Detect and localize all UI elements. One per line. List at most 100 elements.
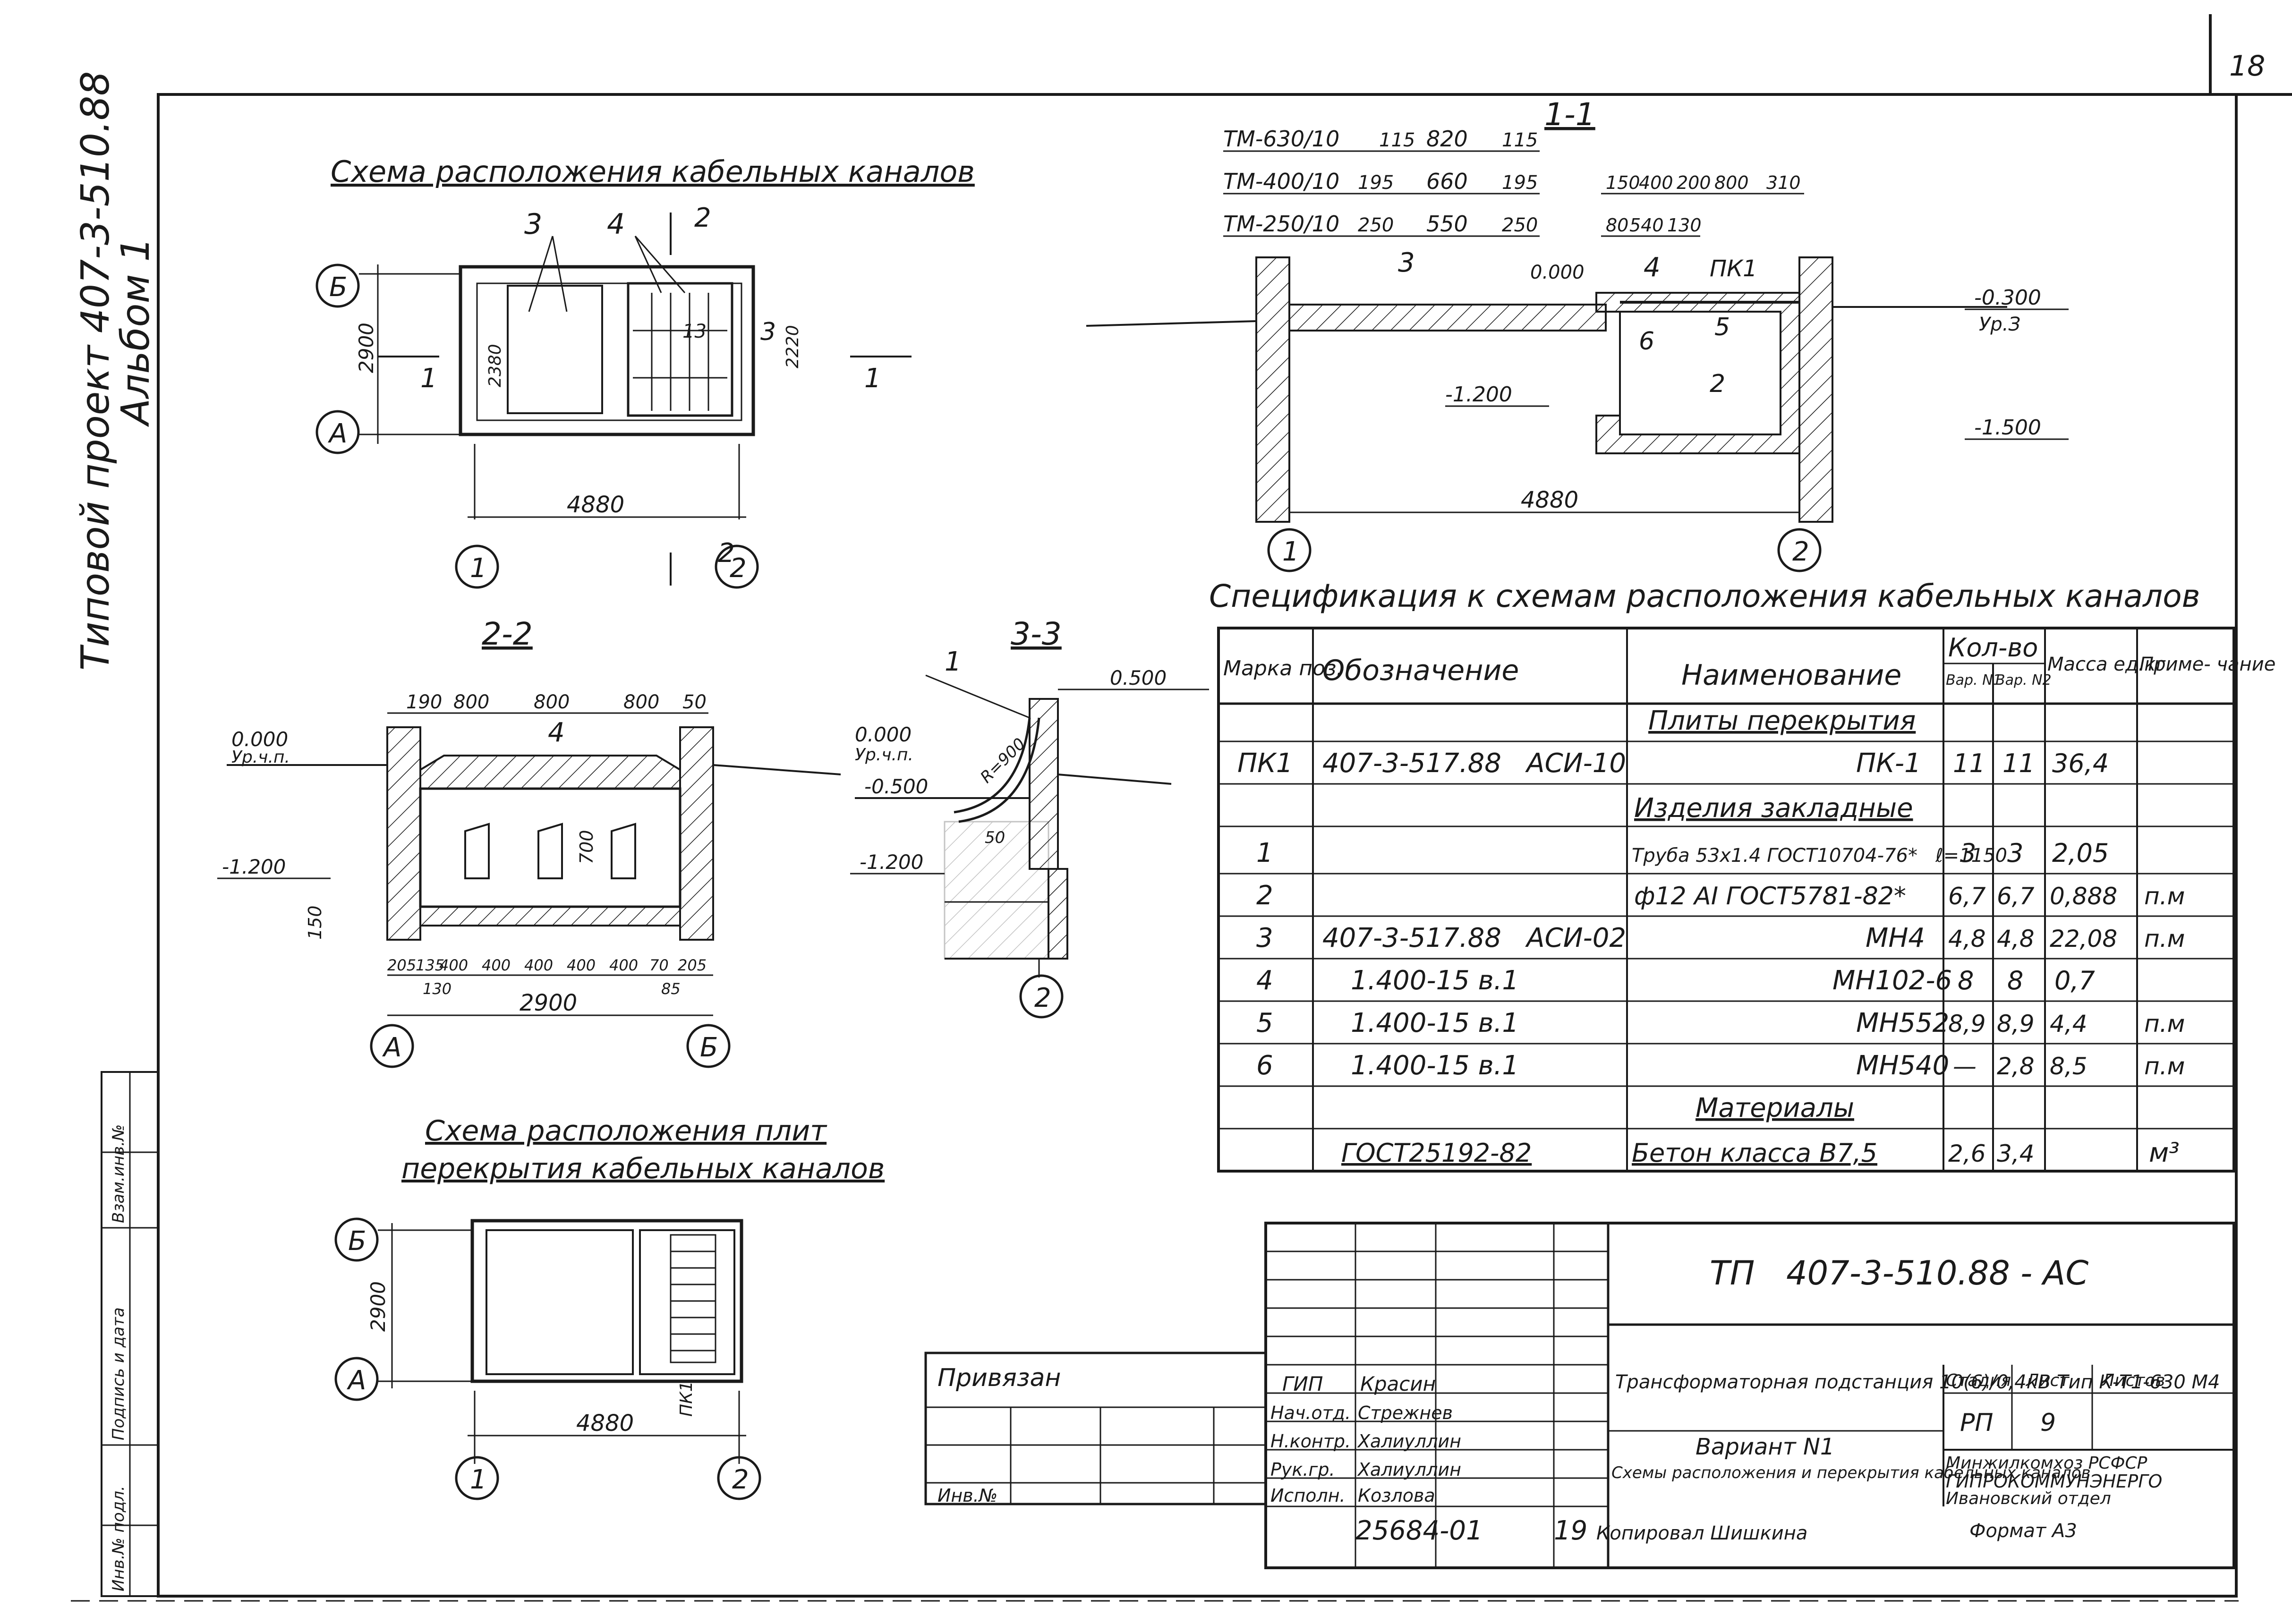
layout-axis-a: А [328, 418, 347, 449]
s22-dim-b4: 400 [524, 956, 553, 974]
s11-level-ur3: Ур.З [1979, 314, 2020, 335]
spec-row1-v1: 11 [1953, 748, 1985, 778]
spec-row1-designation: 407-3-517.88 АСИ-10 [1322, 748, 1626, 779]
spec-row3-mark: 1 [1256, 838, 1273, 868]
spec-section-slabs: Плиты перекрытия [1648, 706, 1916, 736]
spec-row8-mass: 8,5 [2050, 1053, 2088, 1080]
spec-row3-name: Труба 53х1.4 ГОСТ10704-76* ℓ=1150 [1632, 845, 2007, 867]
s22-dim-b0: 205 [387, 956, 416, 974]
s11-row3-label: ТМ-250/10 [1223, 211, 1339, 237]
spec-row10-designation: ГОСТ25192-82 [1341, 1138, 1532, 1168]
spec-row3-mass: 2,05 [2052, 838, 2109, 868]
spec-row6-v1: 8 [1958, 966, 1974, 995]
sheets-header: Листов [2101, 1371, 2165, 1390]
stamp-cell-inv: Инв.№ подл. [109, 1486, 128, 1591]
role-ncontrol: Н.контр. [1270, 1431, 1351, 1452]
s11-axis-2-bubble [1777, 528, 1822, 572]
sheet-header: Лист [2025, 1371, 2070, 1390]
s33-dim-50: 50 [985, 828, 1005, 847]
sheet-no-value: 9 [2040, 1409, 2056, 1437]
spec-header-var2: Вар. N2 [1995, 672, 2052, 689]
layout-mark-3: 3 [524, 208, 542, 241]
s11-row3-d1: 250 [1358, 214, 1394, 236]
layout-mark-3b: 3 [760, 318, 776, 346]
side-stamp: Взам.инв.№ Подпись и дата Инв.№ подл. [101, 1071, 159, 1597]
s11-row2-d2: 660 [1426, 169, 1468, 194]
s11-dim-540: 540 [1629, 215, 1664, 236]
s11-mark-5: 5 [1714, 313, 1730, 341]
s11-mark-4: 4 [1644, 252, 1661, 283]
spec-row5-mark: 3 [1256, 923, 1273, 953]
layout-axis-b-bubble [315, 264, 360, 308]
side-title-line2: Альбом 1 [113, 237, 158, 427]
s22-dim-b3: 400 [482, 956, 511, 974]
spec-row5-name: МН4 [1866, 923, 1925, 953]
sheet-title: Схемы расположения и перекрытия кабельны… [1611, 1463, 2091, 1482]
s22-dim-b6: 400 [609, 956, 638, 974]
slab-axis-b-bubble [334, 1217, 379, 1262]
s11-row1-d2: 820 [1426, 126, 1468, 152]
s11-dim-150: 150 [1606, 172, 1640, 193]
slab-axis-2-bubble [717, 1456, 761, 1500]
role-gip: ГИП [1282, 1372, 1323, 1395]
s11-row1-d1: 115 [1379, 129, 1415, 151]
s11-level-m1500: -1.500 [1974, 416, 2041, 440]
s22-dim-800c: 800 [623, 691, 659, 713]
s22-mark-4: 4 [548, 717, 565, 748]
section-3-3: 3-3 1 0.500 0.000 Ур.ч.п. -0.500 -1.200 … [850, 616, 1209, 1019]
spec-row10-v1: 2,6 [1948, 1140, 1986, 1167]
s33-axis-2: 2 [1034, 983, 1051, 1013]
s22-axis-a: А [382, 1032, 401, 1063]
spec-row5-v1: 4,8 [1948, 925, 1986, 952]
s33-level-ur: Ур.ч.п. [855, 745, 913, 765]
project-title: Трансформаторная подстанция 10(6)/0,4кВ … [1615, 1371, 2220, 1393]
s22-dim-2900: 2900 [520, 990, 577, 1016]
section-2-2-title: 2-2 [482, 616, 533, 652]
spec-row1-mass: 36,4 [2052, 748, 2109, 778]
s11-dim-80: 80 [1606, 215, 1628, 236]
spec-row10-note: м³ [2149, 1138, 2180, 1168]
footer-sheet: 19 [1554, 1515, 1587, 1546]
name-head: Стрежнев [1358, 1403, 1453, 1423]
s11-dim-4880: 4880 [1521, 487, 1578, 513]
spec-header-note: Приме- чание [2139, 654, 2275, 675]
s22-dim-800a: 800 [453, 691, 489, 713]
name-group: Халиуллин [1357, 1459, 1461, 1480]
s22-dim-b7: 70 [649, 956, 669, 974]
stamp-cell-replace: Взам.инв.№ [109, 1124, 128, 1223]
slab-dim-height: 2900 [366, 1281, 390, 1332]
s22-dim-b5: 400 [567, 956, 596, 974]
stage-value: РП [1960, 1409, 1993, 1437]
s22-dim-b2: 400 [439, 956, 468, 974]
layout-plan-title: Схема расположения кабельных каналов [331, 154, 975, 189]
slab-axis-a: А [347, 1365, 366, 1396]
spec-header-name: Наименование [1681, 659, 1901, 692]
org-line1: Минжилкомхоз РСФСР [1946, 1454, 2147, 1473]
spec-section-materials: Материалы [1696, 1093, 1854, 1123]
s11-row2-d1: 195 [1358, 172, 1394, 194]
name-gip: Красин [1360, 1372, 1436, 1395]
name-executor: Козлова [1358, 1485, 1435, 1506]
s11-dim-800: 800 [1714, 172, 1749, 193]
spec-row1-name: ПК-1 [1856, 748, 1921, 779]
layout-dim-height: 2900 [355, 323, 378, 373]
layout-axis-2: 2 [730, 553, 747, 584]
s11-mark-6: 6 [1639, 327, 1654, 356]
s22-axis-a-bubble [370, 1024, 414, 1068]
layout-axis-a-bubble [315, 410, 360, 454]
s33-mark-1: 1 [945, 646, 962, 677]
footer-copied: Копировал Шишкина [1596, 1522, 1807, 1544]
spec-title: Спецификация к схемам расположения кабел… [1209, 578, 2200, 614]
s11-row1-d3: 115 [1502, 129, 1538, 151]
spec-row5-designation: 407-3-517.88 АСИ-02 [1322, 923, 1626, 953]
inv-no-label: Инв.№ [937, 1485, 997, 1506]
spec-row8-mark: 6 [1256, 1050, 1273, 1081]
spec-table: Спецификация к схемам расположения кабел… [1209, 578, 2275, 1173]
title-block: Привязан Инв.№ ТП 407-3-510.88 - АС ГИП … [924, 1222, 2235, 1569]
spec-row6-name: МН102-6 [1832, 965, 1952, 996]
spec-row5-note: п.м [2144, 925, 2185, 952]
spec-row7-designation: 1.400-15 в.1 [1351, 1008, 1519, 1038]
slab-axis-1: 1 [470, 1464, 487, 1495]
side-title: Типовой проект 407-3-510.88 Альбом 1 [73, 71, 158, 671]
